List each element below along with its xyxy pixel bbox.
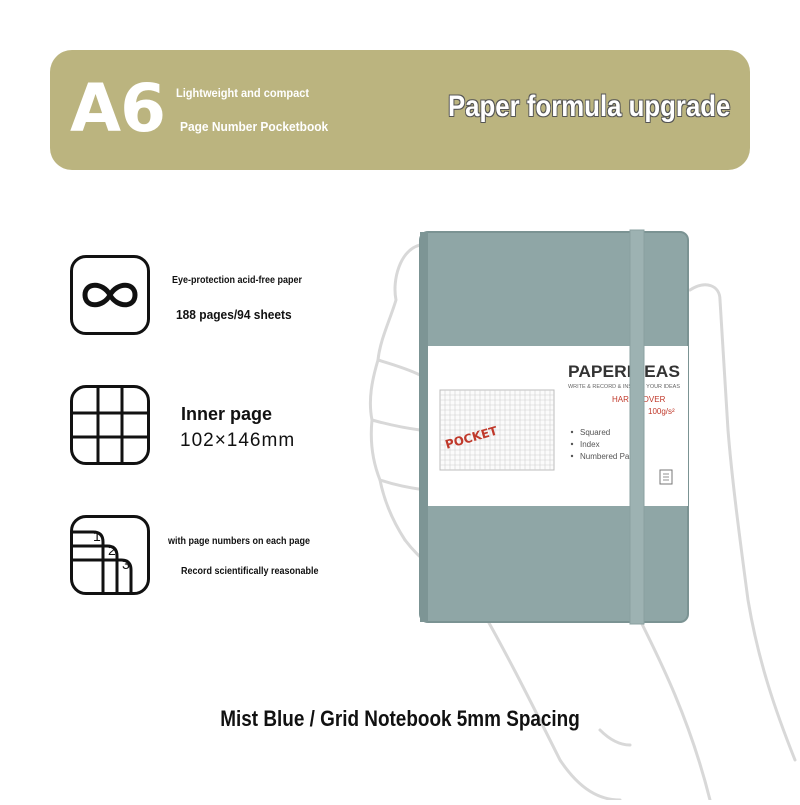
- feature-1-line-1: Eye-protection acid-free paper: [172, 275, 303, 286]
- banner-line-1: Lightweight and compact: [176, 86, 310, 100]
- elastic-band: [629, 229, 645, 625]
- product-caption: Mist Blue / Grid Notebook 5mm Spacing: [0, 706, 800, 732]
- feature-3-line-1: with page numbers on each page: [168, 536, 311, 547]
- feature-3-line-2: Record scientifically reasonable: [181, 566, 319, 577]
- banner-line-2: Page Number Pocketbook: [180, 119, 329, 134]
- top-banner: A6 Lightweight and compact Page Number P…: [50, 50, 750, 170]
- page-digit-1: 1: [93, 528, 101, 544]
- page-digit-2: 2: [108, 542, 116, 558]
- feature-2-line-2: 102×146mm: [180, 430, 296, 451]
- page-digit-3: 3: [122, 556, 130, 572]
- bullet-2: Index: [580, 440, 600, 449]
- hand-outline: PAPERIDEAS WRITE & RECORD & INSPIRE YOUR…: [368, 229, 797, 802]
- bullet-3: Numbered Pages: [580, 452, 642, 461]
- bullet-1: Squared: [580, 428, 610, 437]
- grid-icon: [70, 385, 150, 465]
- brand-text: PAPERIDEAS: [568, 362, 680, 381]
- brand-tagline: WRITE & RECORD & INSPIRE YOUR IDEAS: [568, 384, 681, 390]
- feature-2-line-1: Inner page: [181, 404, 273, 424]
- size-mark: A6: [70, 70, 166, 147]
- product-caption-text: Mist Blue / Grid Notebook 5mm Spacing: [220, 706, 580, 731]
- feature-1-line-2: 188 pages/94 sheets: [176, 307, 292, 322]
- page-number-icon: 1 2 3: [70, 515, 150, 595]
- infinity-icon: [70, 255, 150, 335]
- product-image: PAPERIDEAS WRITE & RECORD & INSPIRE YOUR…: [360, 200, 800, 802]
- paper-weight: 100g/s²: [648, 407, 675, 416]
- banner-slogan: Paper formula upgrade: [447, 90, 730, 123]
